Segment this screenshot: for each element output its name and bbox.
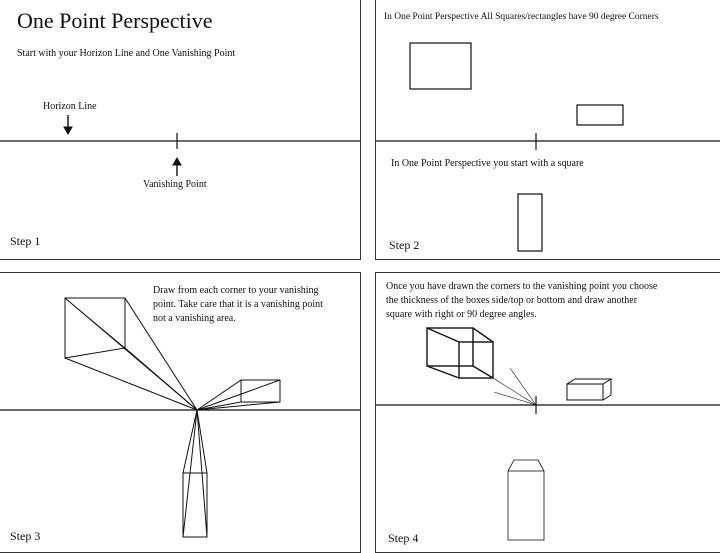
panel-step2 xyxy=(375,0,720,260)
step2-small-rectangle xyxy=(576,104,624,126)
step3-label: Step 3 xyxy=(10,529,41,543)
step3-lower-box xyxy=(182,409,208,538)
step2-tall-rectangle xyxy=(517,193,543,252)
step2-top-text: In One Point Perspective All Squares/rec… xyxy=(384,12,659,22)
panel-step1 xyxy=(0,0,361,260)
step2-square xyxy=(409,42,472,90)
step1-label: Step 1 xyxy=(10,234,41,248)
step4-text-line-1: Once you have drawn the corners to the v… xyxy=(386,281,658,292)
step3-right-box xyxy=(196,379,281,411)
step4-right-box xyxy=(566,378,613,401)
step3-text-line-3: not a vanishing area. xyxy=(153,313,236,324)
horizon-line-label: Horizon Line xyxy=(43,101,97,112)
step1-horizon-arrowhead xyxy=(63,126,73,136)
step4-lower-box xyxy=(507,459,545,541)
step4-upper-box xyxy=(426,327,537,406)
step4-text-line-3: square with right or 90 degree angles. xyxy=(386,309,537,320)
page-title: One Point Perspective xyxy=(17,8,213,33)
step1-subtitle: Start with your Horizon Line and One Van… xyxy=(17,48,236,59)
step3-text-line-1: Draw from each corner to your vanishing xyxy=(153,285,319,296)
step4-label: Step 4 xyxy=(388,531,419,545)
step3-text-line-2: point. Take care that it is a vanishing … xyxy=(153,299,323,310)
step2-label: Step 2 xyxy=(389,238,420,252)
step2-mid-text: In One Point Perspective you start with … xyxy=(391,158,584,169)
step1-vp-arrowhead xyxy=(172,156,182,166)
step3-upper-left-box xyxy=(64,297,198,411)
vanishing-point-label: Vanishing Point xyxy=(143,179,207,190)
step4-text-line-2: the thickness of the boxes side/top or b… xyxy=(386,295,638,306)
